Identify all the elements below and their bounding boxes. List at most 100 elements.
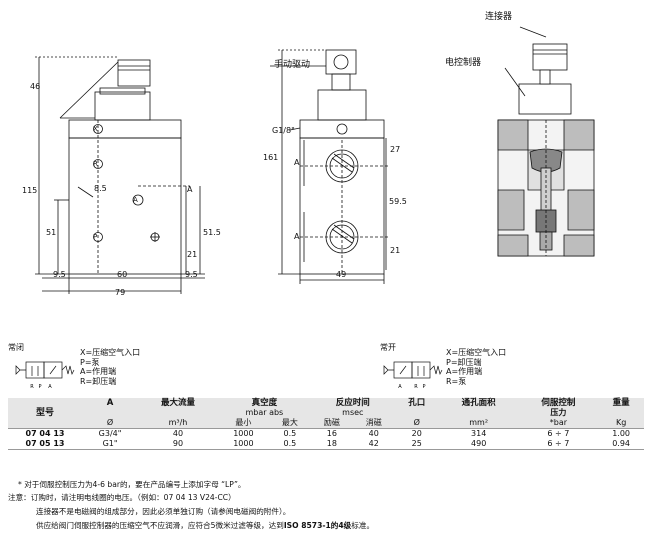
dim-9-5-a: 9.5 xyxy=(53,270,66,279)
table-row: 07 05 13 G1" 90 1000 0.5 18 42 25 490 6 … xyxy=(8,439,644,450)
cell-weight: 1.00 xyxy=(612,429,631,438)
cell-vmin: 1000 xyxy=(233,429,254,438)
cell-pilot: 6 ÷ 7 xyxy=(547,439,570,448)
top-cap-mid xyxy=(299,119,385,139)
coil-body-mid xyxy=(317,89,367,121)
th-weight: 重量 xyxy=(612,398,630,408)
note-air-quality: 供应给阀门伺服控制器的压缩空气不应润滑，应符合5微米过滤等级，达到ISO 857… xyxy=(36,521,374,531)
controller-label: 电控制器 xyxy=(445,58,482,68)
dim-51-5: 51.5 xyxy=(203,228,221,237)
note-lp: * 对于伺服控制压力为4-6 bar的，要在产品编号上添加字母 “LP”。 xyxy=(18,480,246,489)
cell-off: 40 xyxy=(368,429,379,438)
nc-legend-x: X=压缩空气入口 xyxy=(80,348,141,357)
table-header-row: mbar abs msec 压力 xyxy=(8,408,644,418)
nc-title: 常闭 xyxy=(8,343,24,352)
table-header-row: 型号 A 最大流量 真空度 反应时间 孔口 通孔面积 伺服控制 重量 xyxy=(8,398,644,418)
th-pilot: 伺服控制 xyxy=(541,398,576,408)
valve-body-mid xyxy=(299,137,385,275)
technical-drawing xyxy=(35,26,595,294)
cell-off: 42 xyxy=(368,439,379,448)
unit-a: Ø xyxy=(106,418,114,427)
manual-drive-label: 手动驱动 xyxy=(274,60,311,70)
unit-weight: Kg xyxy=(615,418,627,427)
cell-vmax: 0.5 xyxy=(283,439,297,448)
cell-pilot: 6 ÷ 7 xyxy=(547,429,570,438)
port-p-label: P xyxy=(93,233,98,241)
cell-area: 490 xyxy=(471,439,487,448)
th-area: 通孔面积 xyxy=(461,398,496,408)
cell-a: G1" xyxy=(102,439,118,448)
dim-a-mid1: A xyxy=(294,158,300,167)
connector-label: 连接器 xyxy=(485,12,513,22)
no-title: 常开 xyxy=(380,343,396,352)
note-air-quality-c: 标准。 xyxy=(351,521,375,530)
coil-body-right xyxy=(518,83,572,115)
unit-vac-min: 最小 xyxy=(235,418,252,427)
unit-vac-max: 最大 xyxy=(281,418,298,427)
dim-79: 79 xyxy=(115,288,126,297)
spec-table: 型号 A 最大流量 真空度 反应时间 孔口 通孔面积 伺服控制 重量 mbar … xyxy=(8,398,644,450)
no-valve-symbol: A R P xyxy=(383,361,443,390)
unit-flow: m³/h xyxy=(168,418,188,427)
dim-46: 46 xyxy=(30,82,41,91)
nc-legend-p: P=泵 xyxy=(80,357,100,367)
th-orifice: 孔口 xyxy=(408,398,426,408)
cell-on: 18 xyxy=(326,439,337,448)
connector-right xyxy=(532,43,568,71)
table-row: 07 04 13 G3/4" 40 1000 0.5 16 40 20 314 … xyxy=(8,429,644,440)
cell-vmax: 0.5 xyxy=(283,429,297,438)
cell-flow: 90 xyxy=(172,439,184,448)
note-air-quality-a: 供应给阀门伺服控制器的压缩空气不应润滑，应符合5微米过滤等级，达到 xyxy=(36,521,284,530)
valve-body-left xyxy=(68,137,182,275)
th-a: A xyxy=(106,398,114,408)
cell-weight: 0.94 xyxy=(612,439,631,448)
no-legend-r: R=泵 xyxy=(446,376,467,386)
note-order: 注意：订购时，请注明电线圈的电压。（例如：07 04 13 V24-CC） xyxy=(8,493,236,502)
dim-27: 27 xyxy=(390,145,401,154)
dim-59-5: 59.5 xyxy=(389,197,407,206)
th-model: 型号 xyxy=(35,408,54,418)
connector-block-left xyxy=(117,59,151,87)
no-legend-a: A=作用端 xyxy=(446,367,483,376)
dim-21-mid: 21 xyxy=(390,246,401,255)
th-pilot2: 压力 xyxy=(550,408,567,417)
top-cap-left xyxy=(68,119,182,139)
dim-60: 60 xyxy=(117,270,128,279)
unit-resp-on: 励磁 xyxy=(323,418,340,427)
dim-21-left: 21 xyxy=(187,250,198,259)
dim-9-5-b: 9.5 xyxy=(185,270,198,279)
nc-legend-r: R=卸压端 xyxy=(80,376,117,386)
cell-orifice: 20 xyxy=(411,429,422,438)
manual-drive-knob xyxy=(325,49,357,75)
th-response: 反应时间 xyxy=(335,398,370,408)
no-port-a: A xyxy=(398,384,402,390)
nc-port-a: A xyxy=(48,384,52,390)
unit-area: mm² xyxy=(469,418,489,427)
unit-orifice: Ø xyxy=(413,418,420,427)
unit-pilot: *bar xyxy=(549,418,568,427)
no-legend-x: X=压缩空气入口 xyxy=(446,348,507,357)
port-x-label: X xyxy=(93,125,98,133)
nc-port-r: R xyxy=(30,384,34,390)
cell-model: 07 05 13 xyxy=(25,439,65,448)
dim-a-left: A xyxy=(187,185,193,194)
note-connector: 连接器不是电磁阀的组成部分，因此必须单独订购（请参阅电磁阀的附件）。 xyxy=(36,507,291,516)
cell-orifice: 25 xyxy=(411,439,422,448)
th-vacuum-unit: mbar abs xyxy=(245,408,284,417)
dim-161: 161 xyxy=(263,153,279,162)
cell-area: 314 xyxy=(471,429,487,438)
nc-legend: X=压缩空气入口 P=泵 A=作用端 R=卸压端 xyxy=(80,348,140,386)
unit-resp-off: 消磁 xyxy=(365,418,382,427)
port-a-label: A xyxy=(133,196,138,204)
dim-49: 49 xyxy=(336,270,347,279)
no-port-r: R xyxy=(414,384,418,390)
cell-on: 16 xyxy=(326,429,337,438)
cell-vmin: 1000 xyxy=(233,439,254,448)
dim-51: 51 xyxy=(46,228,57,237)
no-legend: X=压缩空气入口 P=卸压端 A=作用端 R=泵 xyxy=(446,348,506,386)
port-r-label: R xyxy=(93,160,98,168)
cell-model: 07 04 13 xyxy=(25,429,65,438)
th-max-flow: 最大流量 xyxy=(160,398,195,408)
table-header-row: Ø m³/h 最小 最大 励磁 消磁 Ø mm² *bar Kg xyxy=(8,418,644,429)
dim-g18: G1/8" xyxy=(272,126,295,135)
